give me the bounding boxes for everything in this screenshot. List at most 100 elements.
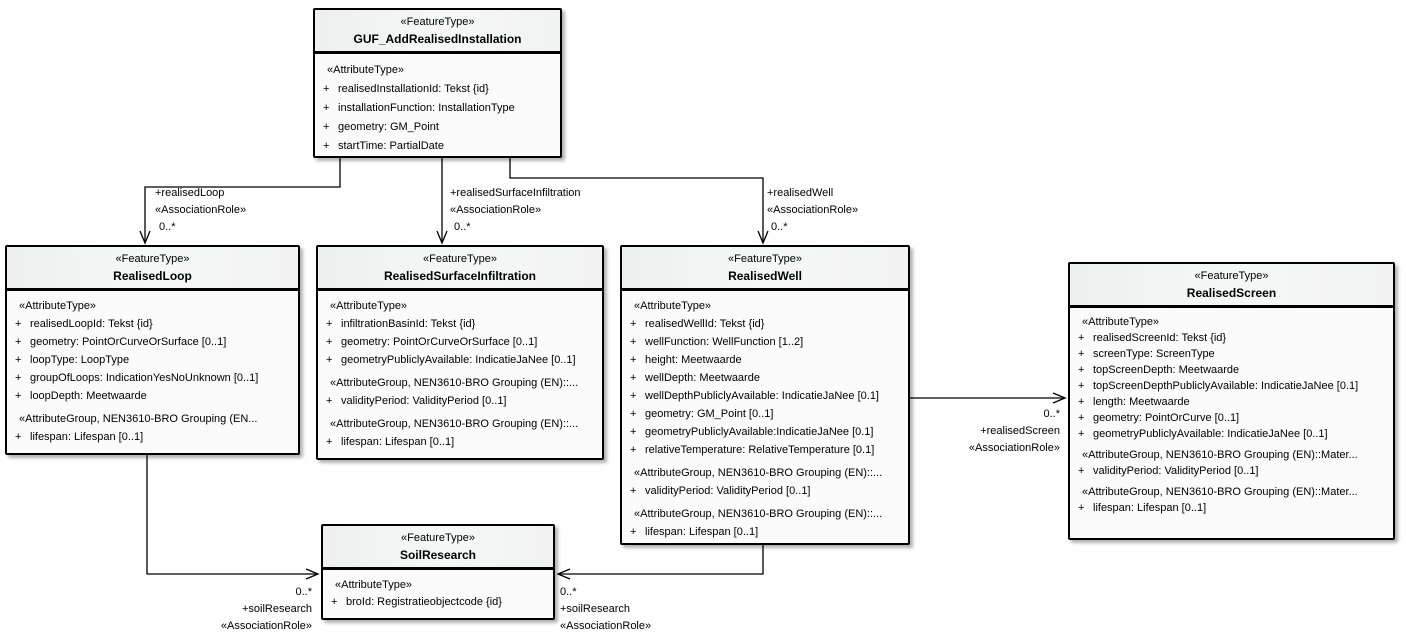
association-label-realised-loop: +realisedLoop «AssociationRole» 0..* [155, 185, 246, 236]
visibility-marker: + [326, 354, 333, 366]
attribute-text: length: Meetwaarde [1093, 396, 1190, 408]
visibility-marker: + [15, 336, 22, 348]
class-name: GUF_AddRealisedInstallation [353, 32, 522, 46]
class-realisedscreen: «FeatureType» RealisedScreen «AttributeT… [1068, 262, 1395, 540]
attribute-text: geometry: PointOrCurveOrSurface [0..1] [30, 336, 227, 348]
attribute-text: topScreenDepthPubliclyAvailable: Indicat… [1093, 380, 1359, 392]
class-header: «FeatureType» RealisedScreen [1070, 264, 1393, 308]
attribute-text: wellDepth: Meetwaarde [645, 372, 760, 384]
visibility-marker: + [1078, 502, 1085, 514]
association-role: +realisedScreen [980, 425, 1060, 437]
open-arrowhead-icon [757, 230, 769, 245]
stereotype-row: «AttributeType» [625, 297, 905, 315]
attribute-text: geometry: GM_Point [0..1] [645, 408, 774, 420]
attribute-row: +broId: Registratieobjectcode {id} [326, 593, 550, 610]
stereotype-row: «AttributeType» [1073, 314, 1390, 330]
stereotype-text: «AttributeType» [330, 300, 408, 312]
attribute-text: lifespan: Lifespan [0..1] [341, 436, 455, 448]
attribute-text: geometry: GM_Point [338, 120, 439, 133]
stereotype-text: «AttributeType» [327, 63, 405, 76]
visibility-marker: + [1078, 364, 1085, 376]
class-header: «FeatureType» RealisedLoop [7, 247, 298, 291]
visibility-marker: + [630, 354, 637, 366]
stereotype-text: «AttributeType» [335, 578, 413, 591]
attribute-row: +realisedLoopId: Tekst {id} [10, 315, 295, 333]
visibility-marker: + [326, 395, 333, 407]
stereotype-text: «AttributeGroup, NEN3610-BRO Grouping (E… [1082, 449, 1358, 461]
stereotype-text: «AttributeGroup, NEN3610-BRO Grouping (E… [19, 413, 258, 425]
class-stereotype: «FeatureType» [115, 253, 190, 265]
class-header: «FeatureType» GUF_AddRealisedInstallatio… [315, 10, 560, 54]
association-multiplicity: 0..* [159, 221, 176, 233]
attribute-row: + realisedInstallationId: Tekst {id} [318, 79, 557, 98]
visibility-marker: + [326, 436, 333, 448]
attribute-text: relativeTemperature: RelativeTemperature… [645, 444, 875, 456]
attribute-text: validityPeriod: ValidityPeriod [0..1] [645, 485, 811, 497]
class-header: «FeatureType» SoilResearch [323, 526, 553, 570]
class-attributes: «AttributeType» +broId: Registratieobject… [323, 570, 553, 613]
attribute-row: + lifespan: Lifespan [0..1] [321, 433, 599, 451]
class-realisedwell: «FeatureType» RealisedWell «AttributeTyp… [620, 245, 910, 545]
stereotype-text: «AttributeGroup, NEN3610-BRO Grouping (E… [634, 467, 883, 479]
attribute-text: loopDepth: Meetwaarde [30, 390, 147, 402]
attribute-row: + geometry: PointOrCurveOrSurface [0..1] [10, 333, 295, 351]
attribute-row: +infiltrationBasinId: Tekst {id} [321, 315, 599, 333]
attribute-row: +loopType: LoopType [10, 351, 295, 369]
class-stereotype: «FeatureType» [728, 253, 802, 265]
attribute-text: geometryPubliclyAvailable: IndicatieJaNe… [1093, 428, 1328, 440]
attribute-text: infiltrationBasinId: Tekst {id} [341, 318, 476, 330]
association-stereotype: «AssociationRole» [450, 204, 542, 216]
open-arrowhead-icon [556, 568, 571, 580]
attribute-text: lifespan: Lifespan [0..1] [645, 526, 759, 538]
visibility-marker: + [15, 372, 22, 384]
association-multiplicity: 0..* [771, 221, 788, 233]
attribute-text: topScreenDepth: Meetwaarde [1093, 364, 1240, 376]
attribute-text: loopType: LoopType [30, 354, 130, 366]
attribute-text: screenType: ScreenType [1093, 348, 1215, 360]
attribute-text: height: Meetwaarde [645, 354, 742, 366]
association-multiplicity: 0..* [560, 586, 577, 598]
association-stereotype: «AssociationRole» [968, 442, 1060, 454]
association-multiplicity: 0..* [295, 586, 312, 598]
visibility-marker: + [630, 408, 637, 420]
attribute-row: +validityPeriod: ValidityPeriod [0..1] [1073, 463, 1390, 479]
stereotype-row: «AttributeType» [318, 60, 557, 79]
association-stereotype: «AssociationRole» [767, 204, 859, 216]
stereotype-row: «AttributeGroup, NEN3610-BRO Grouping (E… [625, 464, 905, 482]
association-soil-research-right-line [556, 545, 764, 580]
visibility-marker: + [326, 336, 333, 348]
visibility-marker: + [1078, 332, 1085, 344]
attribute-row: +wellFunction: WellFunction [1..2] [625, 333, 905, 351]
stereotype-row: «AttributeGroup, NEN3610-BRO Grouping (E… [321, 374, 599, 392]
visibility-marker: + [323, 82, 330, 95]
stereotype-row: «AttributeType» [326, 576, 550, 593]
class-header: «FeatureType» RealisedSurfaceInfiltratio… [318, 247, 602, 291]
attribute-row: +startTime: PartialDate [318, 136, 557, 155]
visibility-marker: + [15, 431, 22, 443]
attribute-text: realisedInstallationId: Tekst {id} [338, 82, 489, 95]
class-attributes: «AttributeType»+realisedLoopId: Tekst {i… [7, 291, 298, 449]
attribute-row: + geometry: GM_Point [0..1] [625, 405, 905, 423]
association-soil-research-left-line [146, 455, 320, 580]
association-label-soil-research-right: 0..* +soilResearch «AssociationRole» [560, 584, 651, 635]
association-label-realised-screen: 0..* +realisedScreen «AssociationRole» [900, 406, 1060, 457]
attribute-row: + topScreenDepth: Meetwaarde [1073, 362, 1390, 378]
class-name: RealisedLoop [113, 269, 192, 283]
attribute-row: + height: Meetwaarde [625, 351, 905, 369]
attribute-row: +topScreenDepthPubliclyAvailable: Indica… [1073, 378, 1390, 394]
attribute-row: +realisedWellId: Tekst {id} [625, 315, 905, 333]
attribute-row: + geometry: GM_Point [318, 117, 557, 136]
visibility-marker: + [630, 444, 637, 456]
attribute-text: geometryPubliclyAvailable: IndicatieJaNe… [341, 354, 576, 366]
attribute-row: +lifespan: Lifespan [0..1] [10, 428, 295, 446]
attribute-text: realisedWellId: Tekst {id} [645, 318, 765, 330]
class-header: «FeatureType» RealisedWell [622, 247, 908, 291]
stereotype-row: «AttributeGroup, NEN3610-BRO Grouping (E… [10, 410, 295, 428]
visibility-marker: + [323, 120, 330, 133]
stereotype-row: «AttributeType» [10, 297, 295, 315]
association-multiplicity: 0..* [454, 221, 471, 233]
attribute-row: +geometry: PointOrCurveOrSurface [0..1] [321, 333, 599, 351]
visibility-marker: + [630, 526, 637, 538]
class-attributes: «AttributeType»+realisedWellId: Tekst {i… [622, 291, 908, 544]
visibility-marker: + [1078, 465, 1085, 477]
